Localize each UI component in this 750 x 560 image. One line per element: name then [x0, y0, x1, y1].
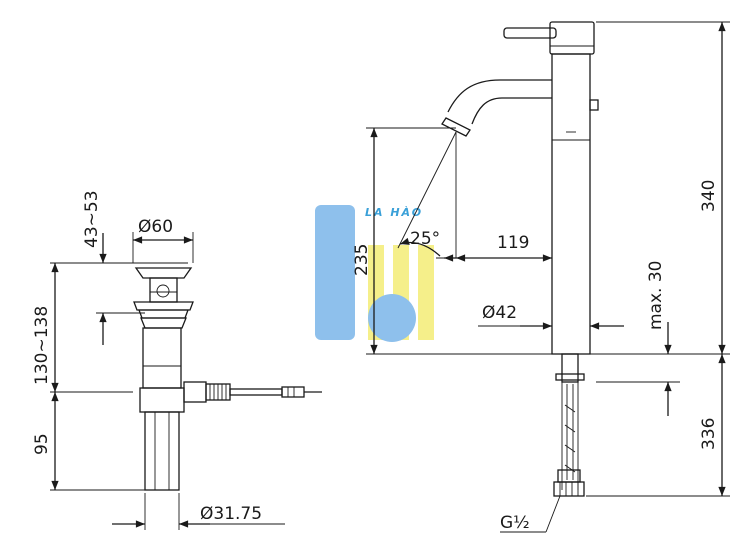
dim-total-height: 340	[699, 180, 719, 212]
dim-thread-size: G½	[500, 513, 530, 533]
dim-spray-angle: 25°	[410, 229, 440, 249]
drain-assembly: Ø60 43~53 130~138 95 Ø31.75	[32, 190, 322, 530]
dim-deck-thickness: max. 30	[646, 261, 666, 330]
dim-spout-height: 235	[352, 244, 372, 276]
dim-drain-bottom-diameter: Ø31.75	[200, 504, 262, 524]
watermark-text: LA HÀO	[365, 205, 423, 219]
dim-drain-total-height: 130~138	[32, 306, 52, 385]
dim-drain-bottom-height: 95	[32, 433, 52, 455]
dim-drain-top-height: 43~53	[82, 190, 102, 248]
dim-drain-top-diameter: Ø60	[138, 217, 173, 237]
dim-body-diameter: Ø42	[482, 303, 517, 323]
dim-spout-reach: 119	[497, 233, 529, 253]
dim-below-deck-length: 336	[699, 418, 719, 450]
faucet-assembly: 25° 119 235 340 Ø42 max. 30 336 G½	[352, 21, 730, 533]
